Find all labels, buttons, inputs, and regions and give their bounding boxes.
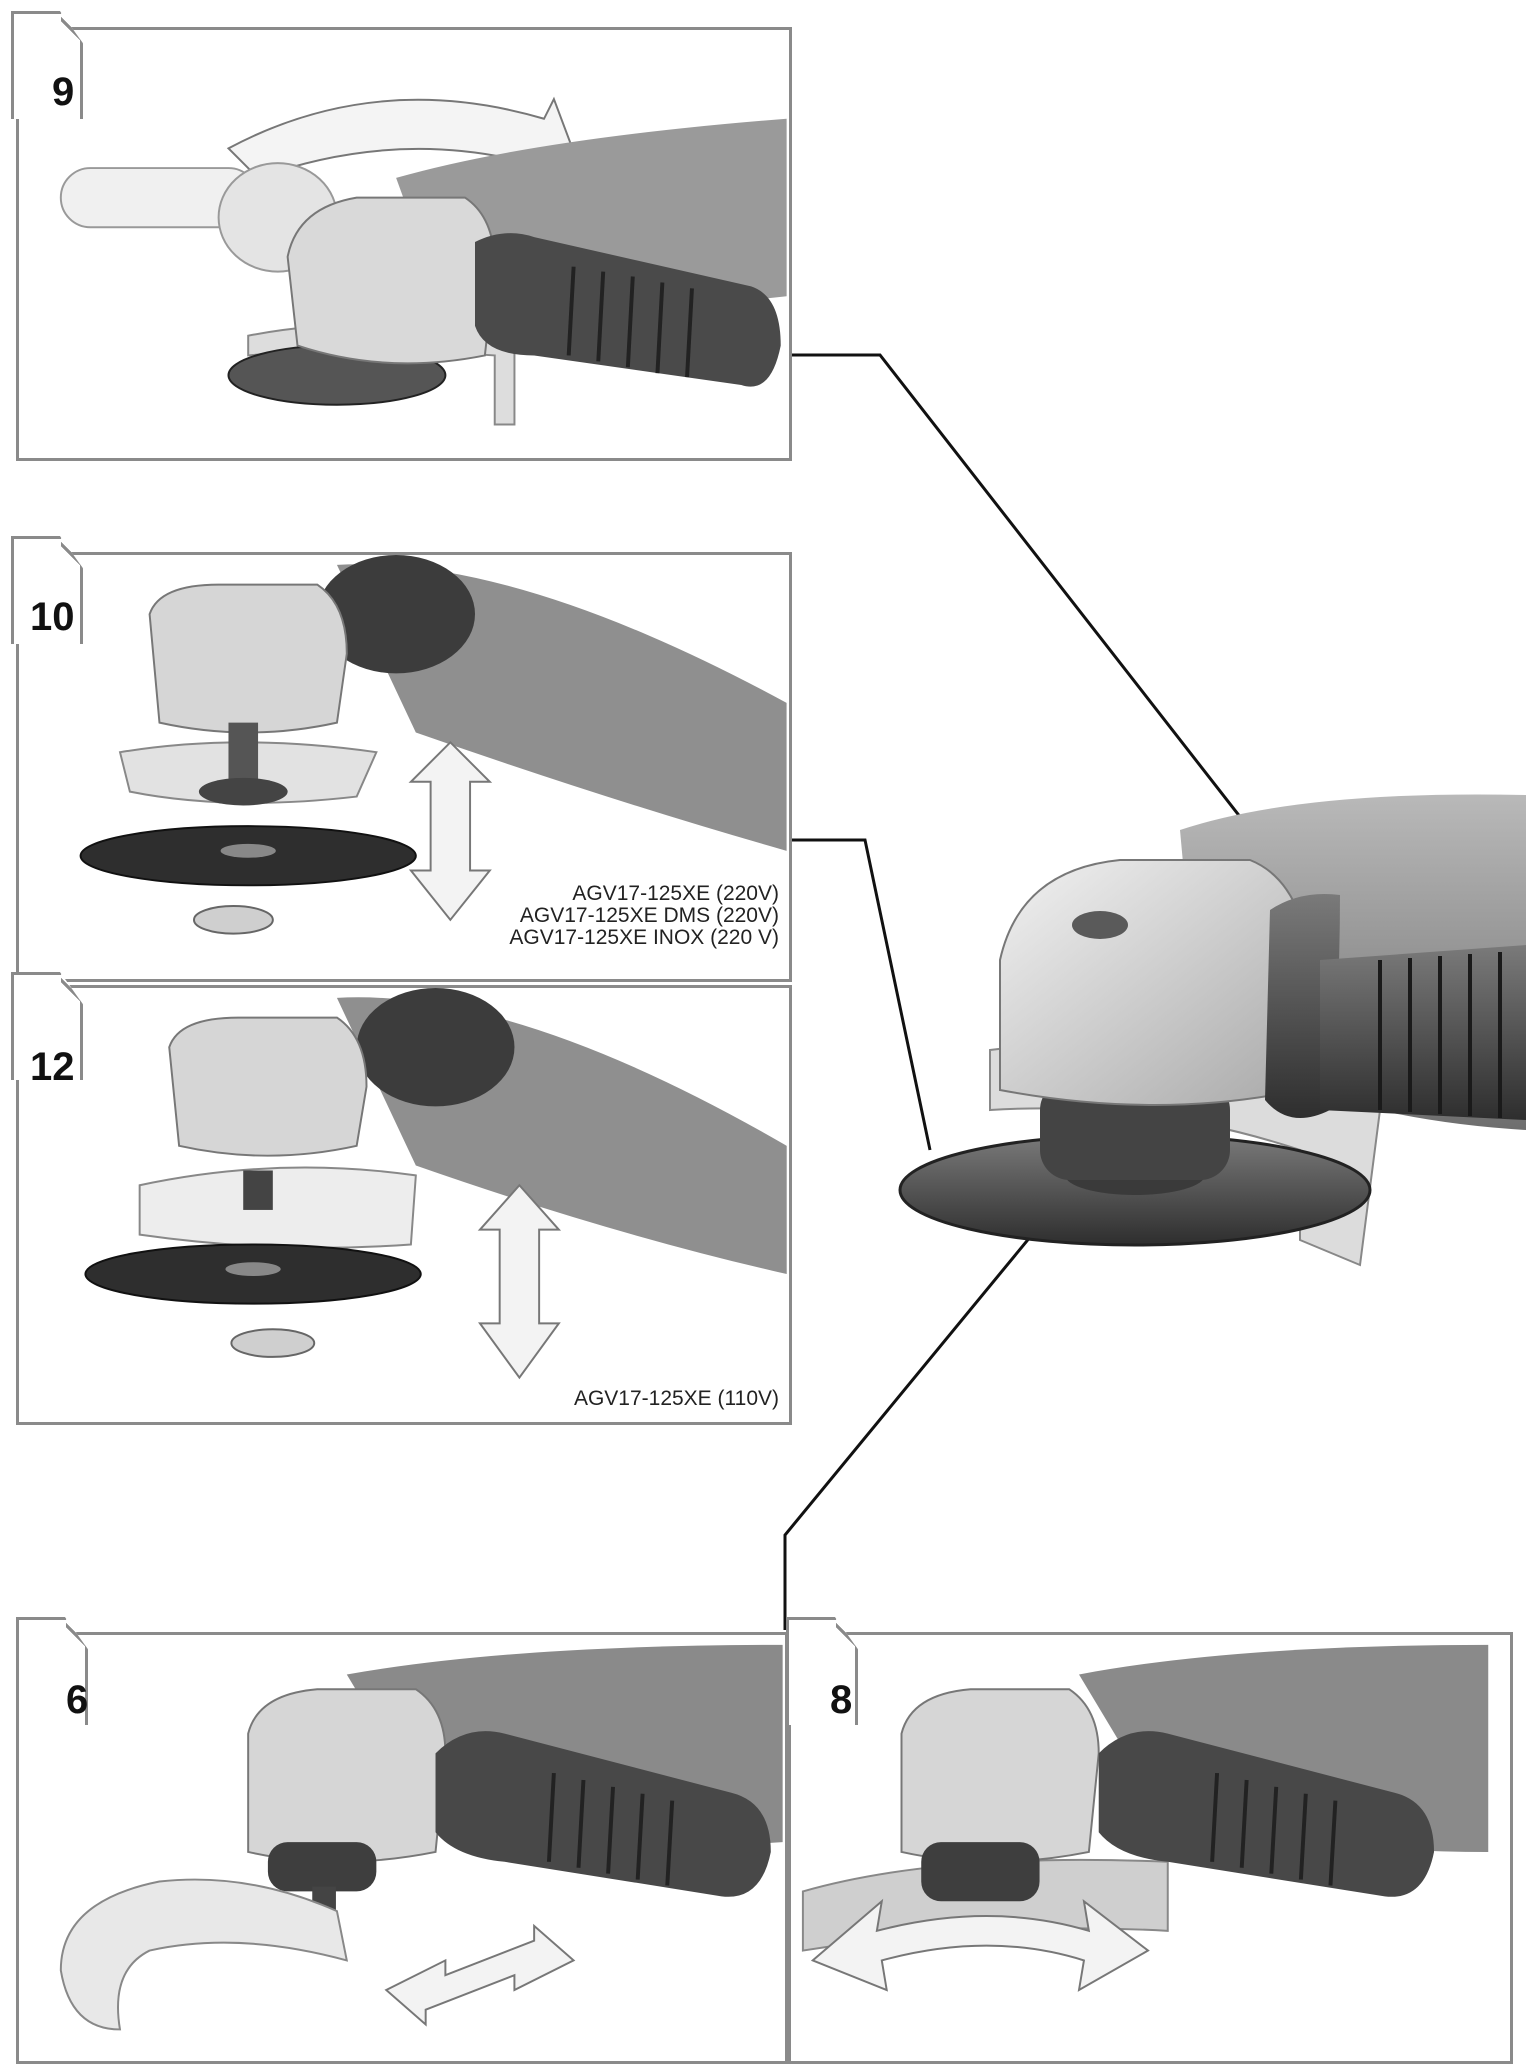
figure-6-panel <box>16 1632 788 2064</box>
side-handle <box>317 555 475 674</box>
rotation-arrow <box>226 96 585 190</box>
side-handle <box>1098 1731 1435 1897</box>
figure-8-tab <box>786 1617 858 1725</box>
figure-12-illustration <box>84 988 787 1380</box>
clamping-nut <box>192 905 274 935</box>
spindle <box>228 722 259 787</box>
figure-9-panel <box>16 27 792 461</box>
connector-9 <box>790 353 1342 946</box>
gear-head <box>247 1688 447 1863</box>
figure-9-illustration <box>59 96 787 426</box>
rotation-arrow <box>810 1898 1150 1992</box>
figure-10-number: 10 <box>30 595 75 639</box>
gear-head <box>286 196 496 365</box>
figure-6-illustration <box>59 1644 783 2031</box>
figure-10-panel: AGV17-125XE (220V) AGV17-125XE DMS (220V… <box>16 552 792 982</box>
inner-flange <box>198 777 288 806</box>
figure-12-panel: AGV17-125XE (110V) <box>16 985 792 1425</box>
connector-10 <box>790 838 932 1151</box>
figure-12-caption: AGV17-125XE (110V) <box>573 1387 779 1410</box>
direction-arrow <box>384 1923 576 2027</box>
gear-head <box>999 859 1312 1106</box>
figure-10-illustration <box>79 555 787 935</box>
figure-10-caption: AGV17-125XE (220V) AGV17-125XE DMS (220V… <box>509 882 779 949</box>
wheel-guard <box>138 1166 417 1249</box>
figure-12-number: 12 <box>30 1045 75 1089</box>
spindle <box>243 1170 273 1210</box>
gear-head <box>900 1688 1100 1863</box>
connector-6-8 <box>783 1224 1042 1630</box>
side-handle <box>435 1731 771 1897</box>
vertical-arrow <box>477 1183 562 1380</box>
figure-9-tab <box>11 11 83 119</box>
figure-9-number: 9 <box>52 70 75 114</box>
figure-6-number: 6 <box>66 1678 89 1722</box>
gear-head <box>168 1016 368 1157</box>
side-handle <box>475 233 781 387</box>
gear-head <box>148 583 348 734</box>
figure-8-illustration <box>801 1644 1489 1992</box>
figure-8-panel <box>788 1632 1513 2064</box>
side-handle <box>356 988 515 1107</box>
removed-wheel-guard <box>59 1878 349 2031</box>
vertical-arrow <box>408 740 493 922</box>
figure-8-number: 8 <box>830 1678 853 1722</box>
clamping-nut <box>230 1328 316 1358</box>
